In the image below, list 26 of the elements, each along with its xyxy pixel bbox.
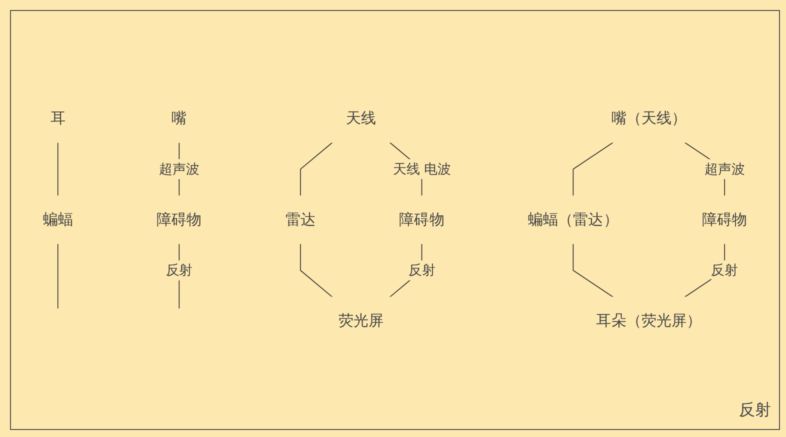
edge-label: 反射 [408, 262, 436, 278]
node-text: 雷达 [285, 211, 316, 229]
node-text: 耳朵（荧光屏） [596, 312, 702, 330]
note-label: 反射 [739, 400, 771, 421]
edge-label: 反射 [711, 262, 738, 278]
edge-label: 超声波 [704, 161, 745, 177]
node-text: 嘴（天线） [611, 110, 687, 128]
node-text: 蝙蝠（雷达） [528, 211, 618, 229]
connector [57, 142, 58, 197]
connector [572, 142, 614, 197]
connector [57, 243, 58, 310]
node-text: 障碍物 [399, 211, 444, 229]
node-text: 蝙蝠 [42, 211, 73, 229]
node-text: 障碍物 [702, 211, 748, 229]
diagram-frame: 超声波 反射 天线 电波 反射 超声波 反射 耳 嘴 蝙蝠 障碍物 天线 雷达 障碍物 荧光屏 嘴（天线） 蝙蝠（雷达） 障碍物 耳朵（荧光屏） 反射 [10, 10, 780, 430]
connector [300, 243, 333, 298]
edge-label: 超声波 [159, 161, 200, 177]
connector [572, 243, 614, 298]
node-text: 障碍物 [156, 211, 202, 229]
node-text: 耳 [50, 110, 66, 128]
edge-label: 反射 [166, 262, 193, 278]
connector [300, 142, 333, 197]
edge-label: 天线 电波 [392, 161, 451, 177]
node-text: 荧光屏 [338, 312, 384, 330]
node-text: 嘴 [172, 110, 187, 128]
node-text: 天线 [346, 110, 376, 128]
